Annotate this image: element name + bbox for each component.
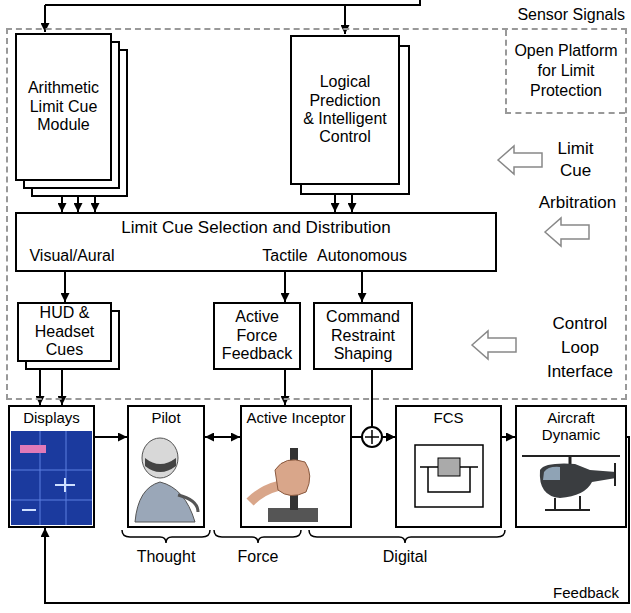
- landing-gear: [545, 463, 615, 510]
- sensor-bus: [45, 0, 420, 5]
- sheet-content: HUD & Headset Cues: [17, 302, 112, 362]
- channel-label: Digital: [365, 548, 445, 566]
- box-title: Limit Cue Selection and Distribution: [17, 218, 495, 238]
- pilot-helmet: [142, 438, 178, 478]
- hollow-arrow: [545, 218, 589, 246]
- signal-arrow: [502, 436, 515, 438]
- hud-symbol: [20, 445, 46, 453]
- helicopter-window: [543, 467, 560, 480]
- box-label: Arithmetic Limit Cue Module: [21, 79, 106, 134]
- box-label: Logical Prediction & Intelligent Control: [302, 73, 388, 147]
- summing-junction: [362, 427, 382, 447]
- interface-box: Active Force Feedback: [213, 302, 301, 370]
- hud-symbol: [22, 478, 75, 510]
- signal-arrow: [45, 437, 629, 603]
- channel-label: Thought: [126, 548, 206, 566]
- fcs-frame: [415, 445, 483, 507]
- block-title: Aircraft Dynamic: [519, 409, 623, 444]
- signal-arrow: [334, 195, 336, 212]
- summing-cross: [365, 430, 379, 444]
- block-title: Displays: [12, 409, 91, 426]
- box-label: HUD & Headset Cues: [21, 304, 108, 359]
- brace: [122, 530, 210, 543]
- hand: [275, 460, 310, 496]
- brace: [309, 530, 505, 543]
- sheet-content: Logical Prediction & Intelligent Control: [290, 35, 400, 185]
- block-title: FCS: [399, 409, 498, 426]
- stick-base: [268, 508, 318, 522]
- pilot-block: Pilot: [127, 405, 205, 528]
- edge-label: Feedback: [550, 584, 622, 601]
- channel-label: Force: [218, 548, 298, 566]
- fcs-block: FCS: [395, 405, 502, 528]
- platform-title: Open Platform for Limit Protection: [511, 41, 621, 101]
- channel-name: Autonomous: [307, 247, 417, 265]
- helicopter-body: [540, 464, 616, 498]
- pilot-body: [135, 482, 195, 522]
- layer-label: Arbitration: [530, 193, 625, 213]
- arm: [250, 486, 278, 502]
- box-label: Active Force Feedback: [219, 308, 295, 363]
- signal-arrow: [77, 197, 79, 212]
- box-label: Command Restraint Shaping: [319, 308, 407, 363]
- hollow-arrow: [498, 146, 542, 174]
- signal-arrow: [94, 197, 96, 212]
- fcs-block-symbol: [438, 458, 460, 476]
- corner-frame: Open Platform for Limit Protection: [505, 30, 625, 114]
- inceptor-block: Active Inceptor: [240, 405, 352, 528]
- block-title: Pilot: [131, 409, 201, 426]
- signal-arrow: [351, 195, 353, 212]
- layer-label: Limit Cue: [548, 138, 603, 182]
- pilot-visor: [145, 458, 176, 472]
- sheet-content: Arithmetic Limit Cue Module: [15, 33, 112, 181]
- signal-arrow: [361, 272, 363, 302]
- hud-screen: [11, 431, 92, 525]
- signal-arrow: [61, 197, 63, 212]
- signal-arrow: [64, 272, 66, 302]
- interface-box: Command Restraint Shaping: [313, 302, 413, 370]
- hud-grid: [11, 431, 92, 525]
- pilot-arm: [178, 495, 198, 512]
- signal-arrow: [205, 436, 240, 438]
- signal-arrow: [284, 272, 286, 302]
- module-stack: Arithmetic Limit Cue Module: [15, 33, 128, 197]
- layer-label: Control Loop Interface: [535, 312, 625, 383]
- hollow-arrow: [472, 331, 516, 359]
- channel-name: Visual/Aural: [17, 247, 127, 265]
- cue-stack: HUD & Headset Cues: [17, 302, 120, 370]
- signal-arrow: [95, 436, 127, 438]
- controller-stack: Logical Prediction & Intelligent Control: [290, 35, 410, 195]
- platform-frame: Open Platform for Limit ProtectionArithm…: [6, 28, 627, 400]
- signal-label: Sensor Signals: [505, 6, 625, 24]
- aircraft-block: Aircraft Dynamic: [515, 405, 627, 528]
- arbitration-box: Limit Cue Selection and DistributionVisu…: [15, 212, 497, 272]
- display-block: Displays: [8, 405, 95, 528]
- block-title: Active Inceptor: [244, 409, 348, 426]
- brace: [214, 530, 301, 543]
